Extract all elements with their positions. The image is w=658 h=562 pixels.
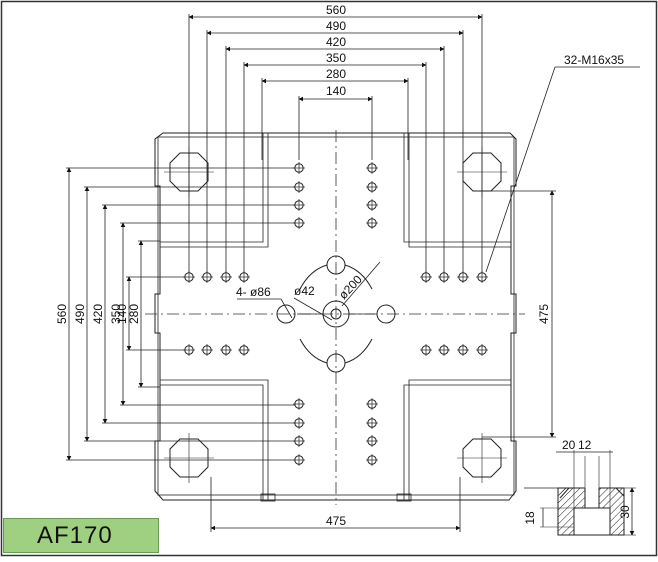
tie-bar-hole-label: 4- ø86 bbox=[236, 285, 271, 299]
pcd-label: ø200 bbox=[336, 272, 365, 302]
right-dim-475: 475 bbox=[537, 304, 551, 324]
left-dim-280: 280 bbox=[127, 304, 141, 324]
model-badge: AF170 bbox=[3, 518, 159, 553]
bolt-hole bbox=[366, 217, 378, 229]
bolt-hole bbox=[293, 454, 305, 466]
tie-bar-holes bbox=[164, 147, 507, 483]
center-label-leaders bbox=[237, 261, 381, 321]
bolt-hole bbox=[366, 398, 378, 410]
bolt-hole bbox=[438, 271, 450, 283]
t-slots bbox=[160, 133, 511, 500]
bolt-hole bbox=[293, 217, 305, 229]
bolt-hole bbox=[366, 417, 378, 429]
top-dimension-lines bbox=[188, 14, 483, 282]
bolt-hole bbox=[201, 271, 213, 283]
center-hole-label: ø42 bbox=[294, 284, 315, 298]
center-pattern bbox=[276, 255, 396, 373]
bolt-hole bbox=[293, 199, 305, 211]
slot-width-a: 20 bbox=[562, 438, 576, 452]
bolt-callout-leader bbox=[485, 66, 640, 273]
bolt-hole bbox=[457, 271, 469, 283]
slot-width-b: 12 bbox=[578, 438, 592, 452]
bolt-hole bbox=[293, 162, 305, 174]
bolt-hole bbox=[238, 344, 250, 356]
bottom-dimension bbox=[210, 477, 461, 532]
bolt-hole bbox=[476, 271, 488, 283]
bolt-holes bbox=[183, 162, 488, 466]
left-dim-140: 140 bbox=[115, 304, 129, 324]
right-dimension bbox=[482, 190, 556, 438]
left-dim-490: 490 bbox=[73, 304, 87, 324]
bolt-hole bbox=[183, 271, 195, 283]
bolt-hole bbox=[438, 344, 450, 356]
platen-outline bbox=[154, 132, 517, 501]
top-dim-140: 140 bbox=[326, 84, 346, 98]
bolt-hole bbox=[183, 344, 195, 356]
left-dim-350: 350 bbox=[109, 304, 123, 324]
slot-depth-outer: 30 bbox=[618, 505, 632, 519]
bolt-hole bbox=[366, 435, 378, 447]
top-dimension-labels: 560 490 420 350 280 140 bbox=[326, 3, 346, 98]
top-dim-490: 490 bbox=[326, 19, 346, 33]
top-dim-280: 280 bbox=[326, 67, 346, 81]
bolt-hole bbox=[366, 199, 378, 211]
left-dim-420: 420 bbox=[91, 304, 105, 324]
bolt-hole bbox=[220, 344, 232, 356]
bolt-hole-callout: 32-M16x35 bbox=[564, 53, 624, 67]
bolt-hole bbox=[293, 398, 305, 410]
bolt-hole bbox=[366, 181, 378, 193]
top-dim-350: 350 bbox=[326, 51, 346, 65]
bolt-hole bbox=[238, 271, 250, 283]
tslot-detail bbox=[524, 450, 636, 536]
bolt-hole bbox=[457, 344, 469, 356]
left-dim-560: 560 bbox=[55, 304, 69, 324]
left-dimension-lines bbox=[66, 167, 300, 461]
bolt-hole bbox=[420, 344, 432, 356]
bottom-dim-475: 475 bbox=[326, 514, 346, 528]
bolt-hole bbox=[366, 454, 378, 466]
slot-depth-inner: 18 bbox=[523, 511, 537, 525]
top-dim-420: 420 bbox=[326, 35, 346, 49]
top-dim-560: 560 bbox=[326, 3, 346, 17]
bolt-hole bbox=[293, 417, 305, 429]
bolt-hole bbox=[420, 271, 432, 283]
bolt-hole bbox=[201, 344, 213, 356]
bolt-hole bbox=[366, 162, 378, 174]
bolt-hole bbox=[220, 271, 232, 283]
bolt-hole bbox=[293, 435, 305, 447]
bolt-hole bbox=[476, 344, 488, 356]
left-dimension-labels: 560 490 420 350 280 140 bbox=[55, 304, 141, 324]
center-lines bbox=[145, 130, 525, 505]
bolt-hole bbox=[293, 181, 305, 193]
